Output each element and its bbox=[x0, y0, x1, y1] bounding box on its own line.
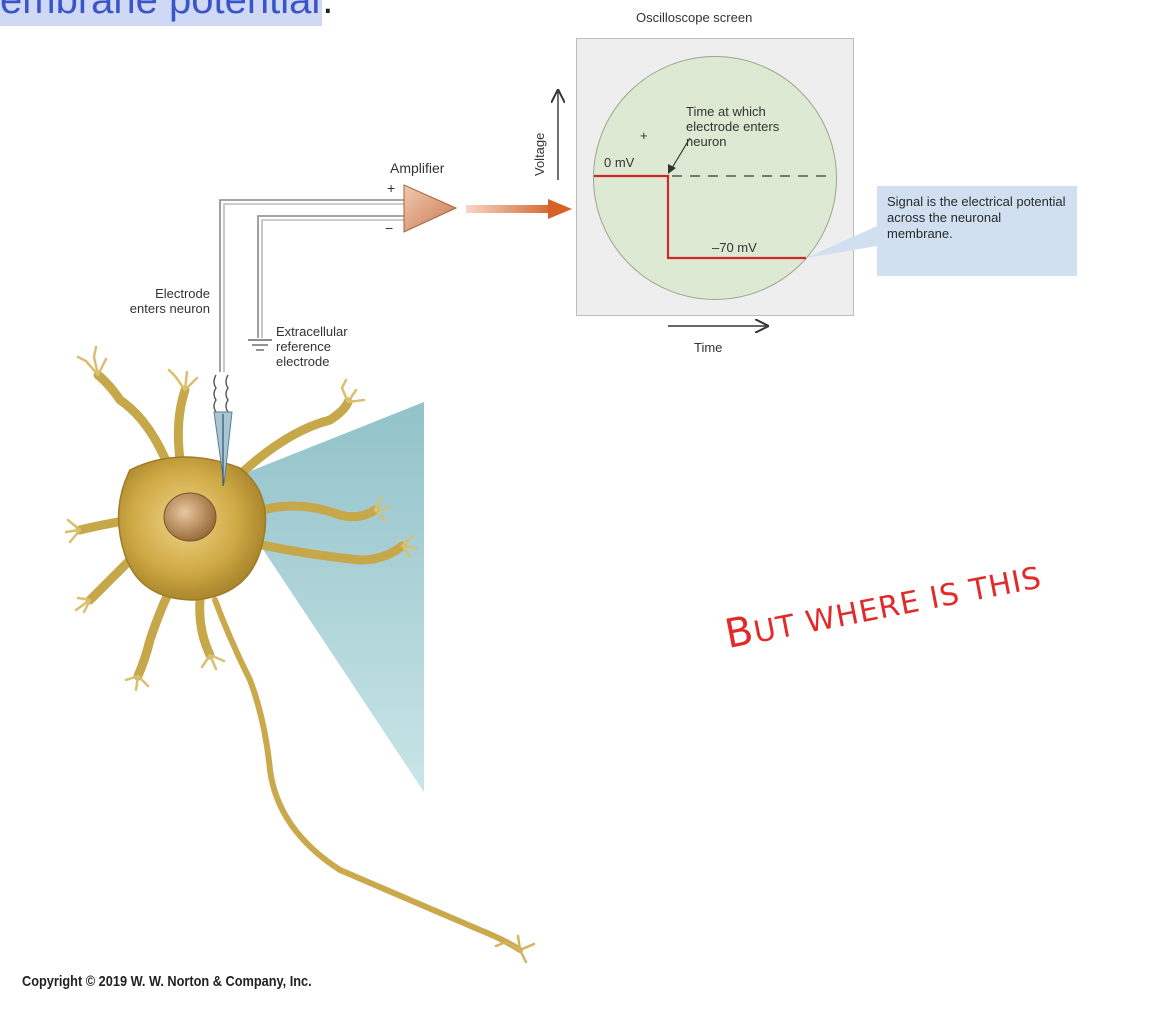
voltage-trace bbox=[594, 174, 806, 260]
neuron-nucleus bbox=[163, 492, 217, 542]
axon-terminal bbox=[494, 934, 536, 964]
time-axis-label: Time bbox=[694, 340, 723, 355]
header-suffix: . bbox=[322, 0, 334, 22]
reference-electrode-label: Extracellular reference electrode bbox=[276, 324, 348, 369]
signal-flow-arrow bbox=[466, 199, 572, 219]
signal-callout: Signal is the electrical potential acros… bbox=[877, 186, 1077, 276]
electrode-label: Electrode enters neuron bbox=[129, 286, 210, 316]
amplifier-wires bbox=[219, 199, 404, 372]
header-text: embrane potential bbox=[0, 0, 323, 26]
copyright-notice: Copyright © 2019 W. W. Norton & Company,… bbox=[22, 973, 312, 990]
zero-mv-label: 0 mV bbox=[604, 155, 635, 170]
neuron-axon bbox=[212, 597, 523, 953]
neuron-dendrites bbox=[75, 370, 407, 681]
voltage-axis-label: Voltage bbox=[532, 132, 547, 176]
oscilloscope-screen bbox=[593, 56, 837, 300]
axon-cross-section-panel bbox=[228, 402, 424, 792]
amplifier-plus-sign: + bbox=[387, 180, 396, 196]
ground-symbol bbox=[248, 339, 272, 351]
entry-note-arrowhead bbox=[668, 164, 676, 174]
header-heading: embrane potential. bbox=[0, 0, 334, 26]
entry-time-note: Time at which electrode enters neuron bbox=[686, 104, 780, 149]
entry-note-arrow bbox=[671, 137, 691, 169]
amplifier-minus-sign: − bbox=[385, 220, 394, 236]
amplifier-triangle bbox=[403, 184, 458, 233]
dendrite-tips bbox=[64, 345, 418, 692]
positive-sign: + bbox=[640, 128, 648, 143]
recording-electrode bbox=[213, 374, 233, 486]
amplifier-label: Amplifier bbox=[390, 160, 445, 176]
callout-pointer bbox=[806, 226, 877, 258]
resting-mv-label: –70 mV bbox=[712, 240, 757, 255]
oscilloscope-title: Oscilloscope screen bbox=[636, 10, 753, 25]
